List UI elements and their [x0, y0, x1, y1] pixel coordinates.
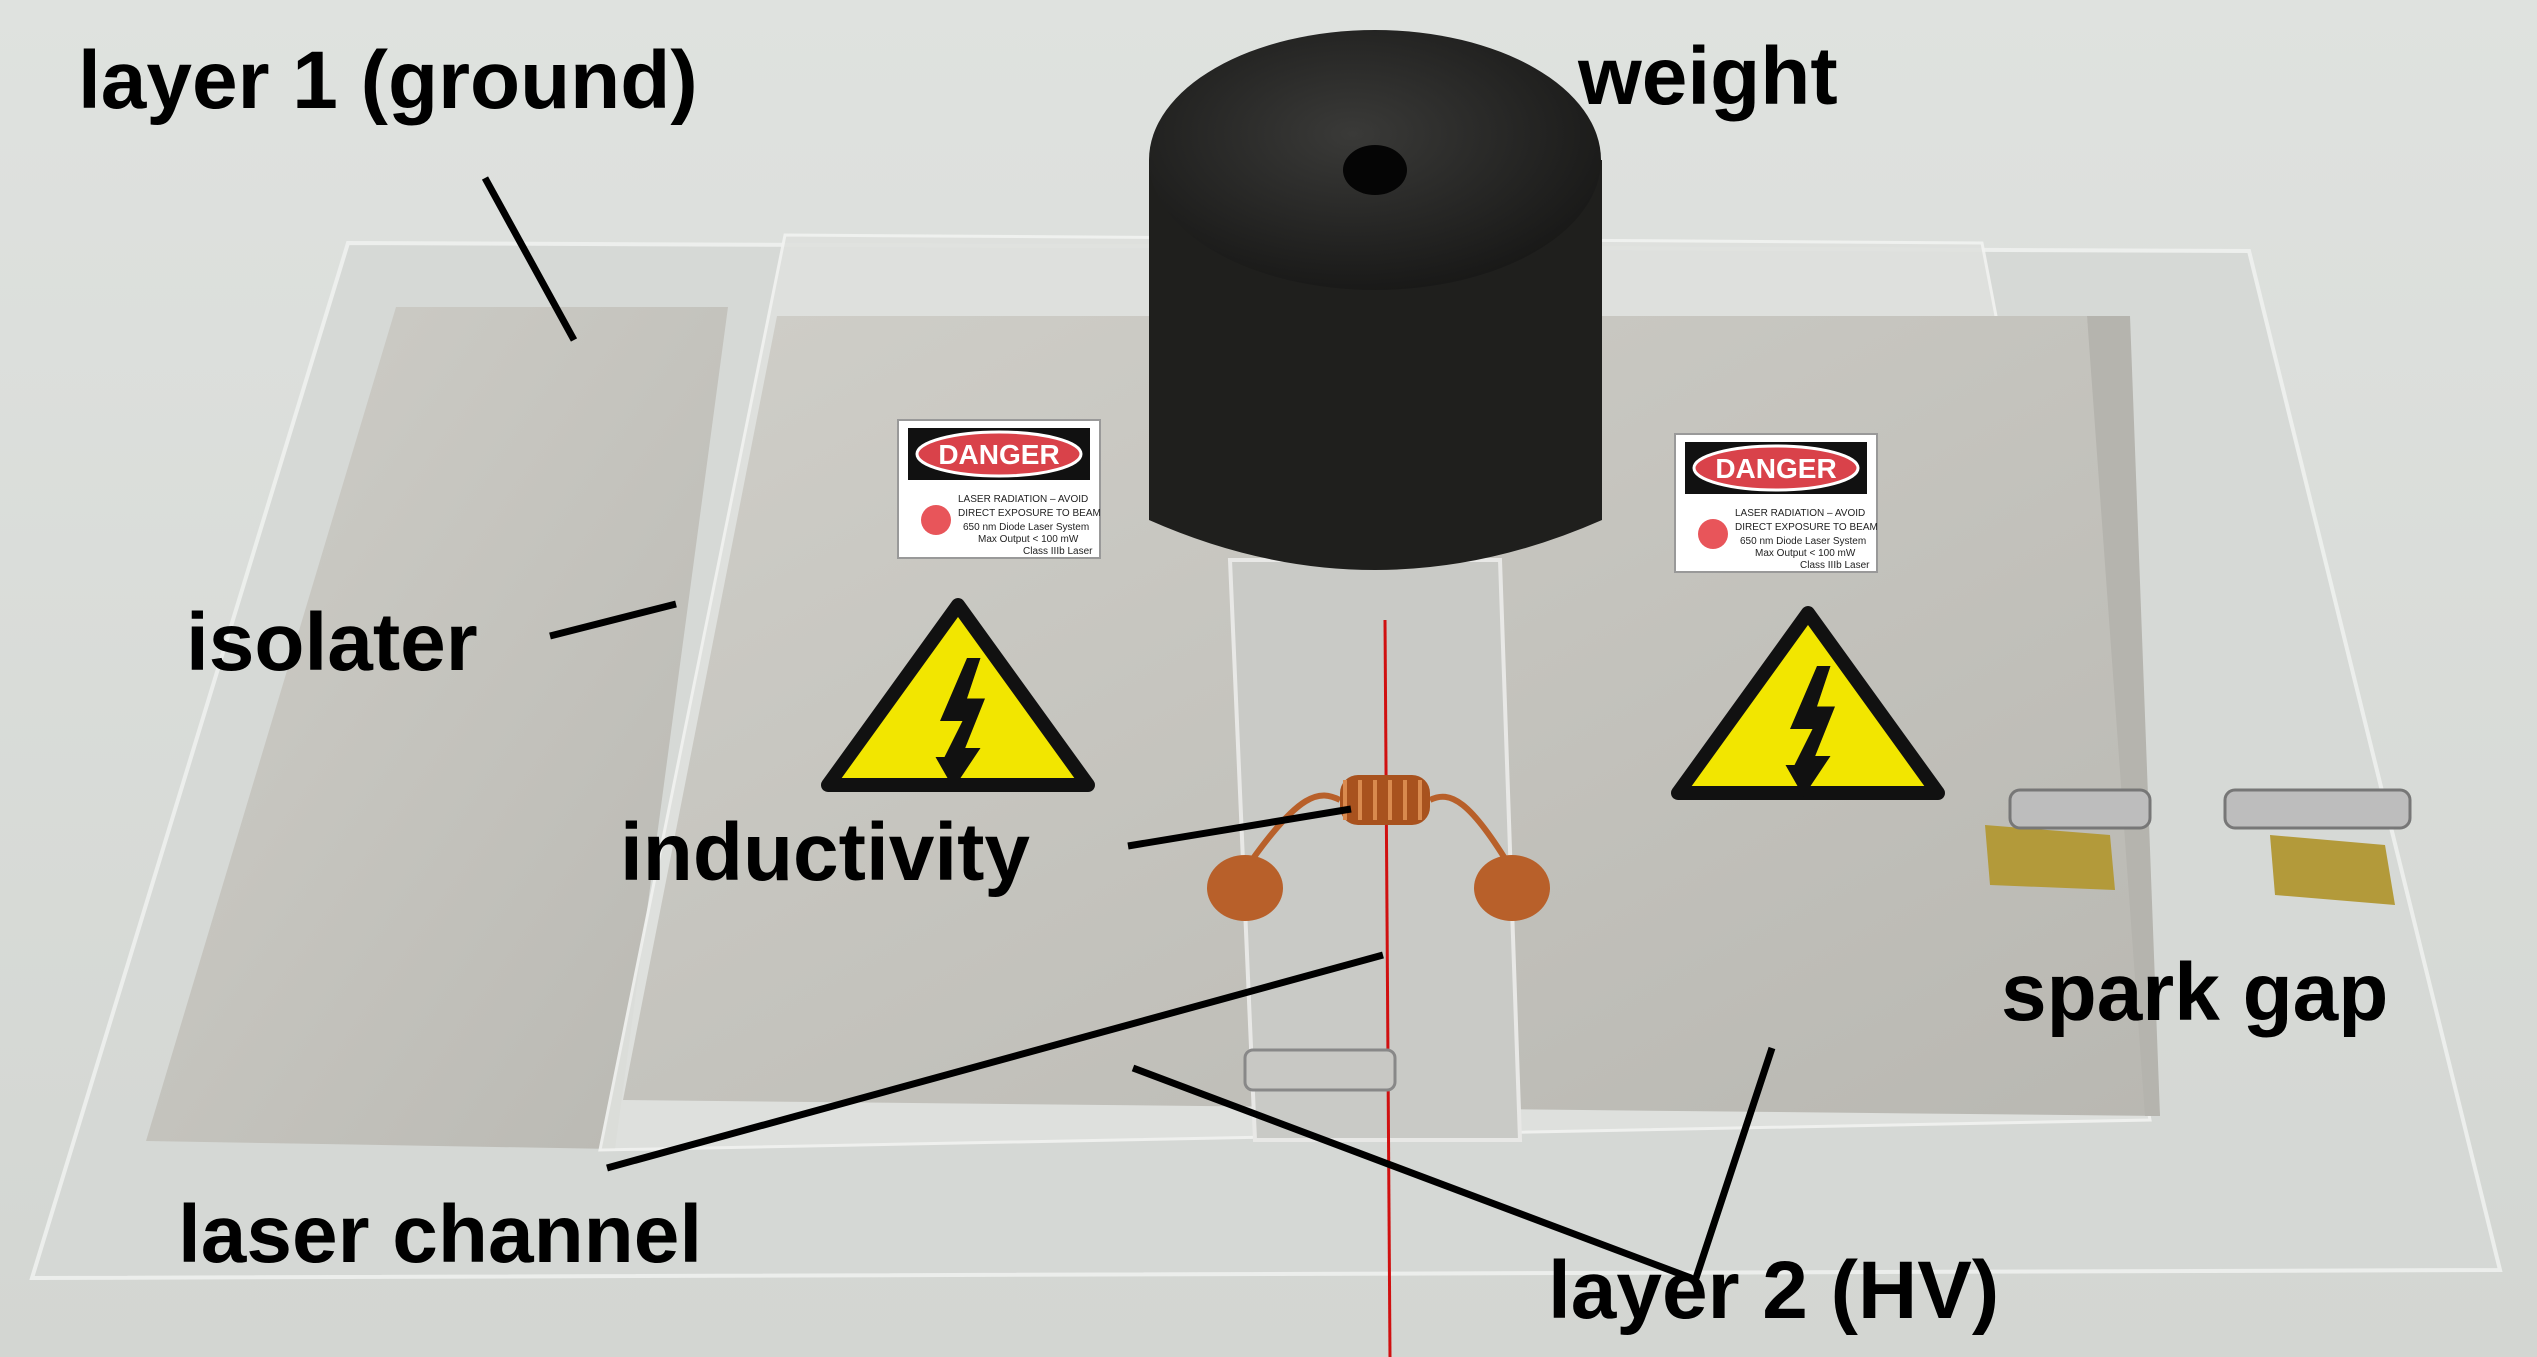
- svg-text:DANGER: DANGER: [1715, 453, 1836, 484]
- svg-text:Max Output < 100 mW: Max Output < 100 mW: [1755, 548, 1856, 559]
- svg-text:DIRECT EXPOSURE TO BEAM: DIRECT EXPOSURE TO BEAM: [1735, 522, 1878, 533]
- svg-text:LASER RADIATION – AVOID: LASER RADIATION – AVOID: [958, 494, 1088, 505]
- leader-layer2-b: [1692, 1046, 1776, 1280]
- layer1-ground-plate: [146, 307, 728, 1149]
- spark-gap: [1985, 788, 2412, 905]
- danger-sign-left: DANGER LASER RADIATION – AVOID DIRECT EX…: [896, 418, 1102, 560]
- laser-channel-line: [1383, 619, 1392, 1357]
- label-laser-channel: laser channel: [178, 1189, 702, 1280]
- svg-text:650 nm Diode Laser System: 650 nm Diode Laser System: [963, 522, 1089, 533]
- svg-text:650 nm Diode Laser System: 650 nm Diode Laser System: [1740, 536, 1866, 547]
- leader-isolater: [549, 600, 677, 640]
- label-isolater: isolater: [186, 597, 478, 688]
- danger-sign-right: DANGER LASER RADIATION – AVOID DIRECT EX…: [1673, 432, 1879, 574]
- svg-text:Class IIIb Laser: Class IIIb Laser: [1800, 560, 1870, 571]
- label-weight: weight: [1577, 31, 1838, 122]
- leader-inductivity: [1127, 805, 1352, 850]
- svg-text:Max Output < 100 mW: Max Output < 100 mW: [978, 534, 1079, 545]
- weight-cylinder: [1149, 30, 1602, 570]
- leader-layer2-a: [1131, 1064, 1693, 1282]
- svg-text:DANGER: DANGER: [938, 439, 1059, 470]
- label-layer2: layer 2 (HV): [1548, 1245, 1999, 1336]
- leader-lines: [481, 176, 1776, 1282]
- layer2-right-extension: [2087, 316, 2160, 1116]
- svg-text:LASER RADIATION – AVOID: LASER RADIATION – AVOID: [1735, 508, 1865, 519]
- label-layer1: layer 1 (ground): [78, 35, 698, 126]
- leader-laser-channel: [606, 951, 1384, 1172]
- inductivity-coil: [1207, 775, 1550, 921]
- electrode-bolt: [1243, 1048, 1397, 1092]
- svg-text:DIRECT EXPOSURE TO BEAM: DIRECT EXPOSURE TO BEAM: [958, 508, 1101, 519]
- leader-layer1: [481, 176, 578, 342]
- label-inductivity: inductivity: [620, 807, 1030, 898]
- svg-text:Class IIIb Laser: Class IIIb Laser: [1023, 546, 1093, 557]
- label-spark-gap: spark gap: [2001, 947, 2388, 1038]
